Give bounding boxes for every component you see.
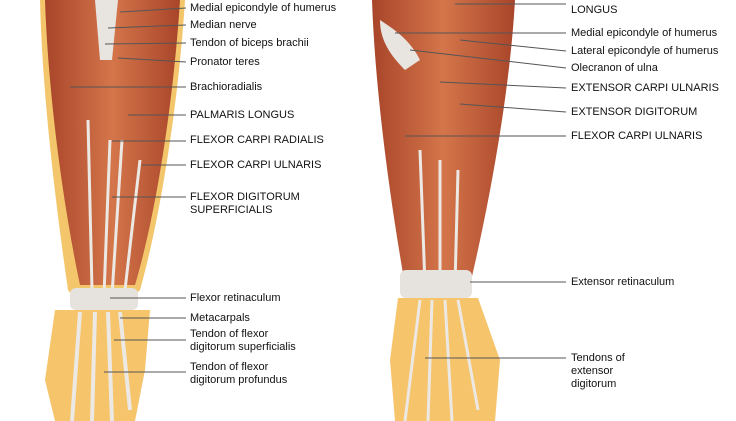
label-median-nerve: Median nerve <box>190 19 257 32</box>
label-extensor-carpi-ulnaris: EXTENSOR CARPI ULNARIS <box>571 82 719 95</box>
label-line: Medial epicondyle of humerus <box>571 27 718 39</box>
label-extensor-retinaculum: Extensor retinaculum <box>571 276 674 289</box>
anterior-forearm <box>40 0 187 421</box>
label-line: Tendon of flexor <box>190 361 269 373</box>
label-line: digitorum superficialis <box>190 341 296 353</box>
label-flexor-carpi-ulnaris: FLEXOR CARPI ULNARIS <box>190 159 321 172</box>
label-flexor-carpi-ulnaris: FLEXOR CARPI ULNARIS <box>571 130 702 143</box>
label-metacarpals: Metacarpals <box>190 312 250 325</box>
label-line: EXTENSOR CARPI RADIALIS <box>571 0 721 4</box>
label-line: FLEXOR DIGITORUM <box>190 191 300 203</box>
label-line: extensor <box>571 365 614 377</box>
label-line: Tendons of <box>571 352 625 364</box>
label-line: FLEXOR CARPI RADIALIS <box>190 134 324 146</box>
label-extensor-digitorum: EXTENSOR DIGITORUM <box>571 106 697 119</box>
label-line: Tendon of flexor <box>190 328 269 340</box>
label-lateral-epicondyle-of-humerus: Lateral epicondyle of humerus <box>571 45 718 58</box>
label-line: digitorum profundus <box>190 374 288 386</box>
label-olecranon-of-ulna: Olecranon of ulna <box>571 62 658 75</box>
label-line: Metacarpals <box>190 312 250 324</box>
label-line: EXTENSOR DIGITORUM <box>571 106 698 118</box>
label-line: Median nerve <box>190 19 257 31</box>
label-line: FLEXOR CARPI ULNARIS <box>190 159 322 171</box>
label-line: Olecranon of ulna <box>571 62 658 74</box>
label-tendon-of-biceps-brachii: Tendon of biceps brachii <box>190 37 309 50</box>
label-line: Extensor retinaculum <box>571 276 675 288</box>
label-line: Pronator teres <box>190 56 260 68</box>
label-flexor-retinaculum: Flexor retinaculum <box>190 292 280 305</box>
label-line: FLEXOR CARPI ULNARIS <box>571 130 703 142</box>
label-line: Tendon of biceps brachii <box>190 37 309 49</box>
label-line: Brachioradialis <box>190 81 263 93</box>
label-line: Medial epicondyle of humerus <box>190 2 337 14</box>
posterior-forearm <box>372 0 567 421</box>
label-line: EXTENSOR CARPI ULNARIS <box>571 82 719 94</box>
label-brachioradialis: Brachioradialis <box>190 81 262 94</box>
label-flexor-carpi-radialis: FLEXOR CARPI RADIALIS <box>190 134 324 147</box>
label-pronator-teres: Pronator teres <box>190 56 260 69</box>
label-extensor-carpi-radialis-longus: EXTENSOR CARPI RADIALISLONGUS <box>571 0 721 17</box>
label-line: SUPERFICIALIS <box>190 204 273 216</box>
label-line: PALMARIS LONGUS <box>190 109 295 121</box>
label-palmaris-longus: PALMARIS LONGUS <box>190 109 294 122</box>
label-line: Flexor retinaculum <box>190 292 281 304</box>
label-line: digitorum <box>571 378 617 390</box>
label-medial-epicondyle-of-humerus: Medial epicondyle of humerus <box>571 27 717 40</box>
label-line: LONGUS <box>571 4 618 16</box>
label-line: Lateral epicondyle of humerus <box>571 45 719 57</box>
label-medial-epicondyle-of-humerus: Medial epicondyle of humerus <box>190 2 336 15</box>
